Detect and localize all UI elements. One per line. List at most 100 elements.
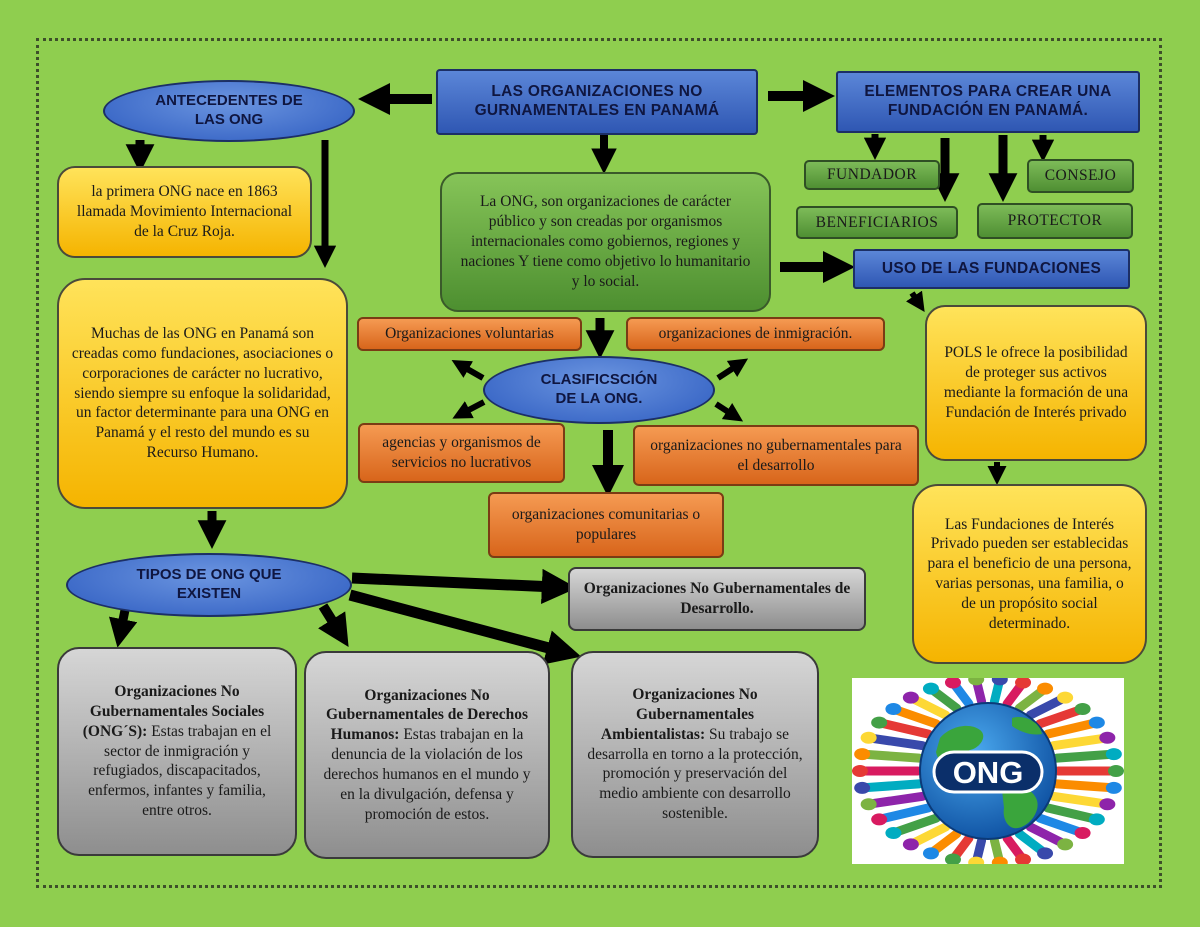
hand-arm [874,718,933,739]
uso-banner: USO DE LAS FUNDACIONES [853,249,1130,289]
consejo-label: CONSEJO [1044,167,1117,185]
main-title: LAS ORGANIZACIONES NO GURNAMENTALES EN P… [474,83,720,119]
hand-arm [1043,718,1102,739]
continent-shape [1002,785,1038,829]
desarrollo-box: Organizaciones No Gubernamentales de Des… [568,567,866,631]
arrow-uso-to-pols [906,290,925,312]
definition-box: La ONG, son organizaciones de carácter p… [440,172,771,312]
hand-icon [860,731,877,744]
main-title-banner: LAS ORGANIZACIONES NO GURNAMENTALES EN P… [436,69,758,135]
hand-icon [860,798,877,811]
hand-arm [1048,733,1112,751]
arrow-clasif-voluntarias [451,360,485,381]
definition-text: La ONG, son organizaciones de carácter p… [460,193,751,290]
elementos-banner: ELEMENTOS PARA CREAR UNA FUNDACIÓN EN PA… [836,71,1140,133]
sociales-title: Organizaciones No Gubernamentales Social… [82,683,265,740]
hand-icon [871,716,888,729]
beneficiarios-label: BENEFICIARIOS [815,213,939,231]
hand-icon [968,678,985,686]
sociales-text: Estas trabajan en el sector de inmigraci… [88,722,272,820]
hand-arm [857,749,924,763]
voluntarias-box: Organizaciones voluntarias [357,317,582,351]
hand-icon [1074,703,1091,716]
ong-logo-image: ONG [852,678,1124,864]
sociales-content: Organizaciones No Gubernamentales Social… [73,682,281,821]
hand-icon [1037,847,1054,860]
arrow-clasif-agencias [452,399,486,419]
hand-icon [902,838,919,851]
hand-icon [922,682,939,695]
desarrollo-text: Organizaciones No Gubernamentales de Des… [583,580,851,617]
antecedentes-ellipse: ANTECEDENTES DE LAS ONG [103,80,355,142]
pols-text: POLS le ofrece la posibilidad de protege… [943,344,1129,421]
hand-icon [902,691,919,704]
tipos-title: TIPOS DE ONG QUE EXISTEN [136,566,282,602]
panama-ong-text: Muchas de las ONG en Panamá son creadas … [71,325,334,462]
hand-icon [1074,826,1091,839]
dotted-border [36,38,1162,888]
inmigracion-text: organizaciones de inmigración. [658,325,853,343]
beneficiarios-box: BENEFICIARIOS [796,206,958,239]
ongd-box: organizaciones no gubernamentales para e… [633,425,919,486]
ambientales-text: Su trabajo se desarrolla en torno a la p… [587,725,803,823]
consejo-box: CONSEJO [1027,159,1134,193]
arrow-tipos-to-ambientales [348,589,582,665]
tipos-ellipse: TIPOS DE ONG QUE EXISTEN [66,553,352,617]
hand-icon [852,765,868,777]
hand-icon [922,847,939,860]
first-ong-box: la primera ONG nace en 1863 llamada Movi… [57,166,312,258]
comunitarias-box: organizaciones comunitarias o populares [488,492,724,558]
hand-icon [1057,691,1074,704]
hand-icon [1099,731,1116,744]
sociales-box: Organizaciones No Gubernamentales Social… [57,647,297,856]
hand-arm [1043,803,1102,824]
hand-arm [864,733,928,751]
panama-ong-box: Muchas de las ONG en Panamá son creadas … [57,278,348,509]
hand-icon [1105,748,1122,761]
clasificacion-title: CLASIFICSCIÓN DE LA ONG. [540,371,658,407]
hand-arm [1052,779,1119,793]
hand-icon [968,856,985,864]
arrow-clasif-ongd [714,401,744,422]
hand-arm [1052,749,1119,763]
ddhh-box: Organizaciones No Gubernamentales de Der… [304,651,550,859]
ong-globe-svg: ONG [852,678,1124,864]
uso-title: USO DE LAS FUNDACIONES [881,259,1102,277]
first-ong-text: la primera ONG nace en 1863 llamada Movi… [76,183,293,240]
arrow-clasif-inmigracion [716,358,749,381]
hand-arm [874,803,933,824]
antecedentes-title: ANTECEDENTES DE LAS ONG [155,92,303,128]
fundador-label: FUNDADOR [826,166,918,184]
hand-icon [1099,798,1116,811]
elementos-title: ELEMENTOS PARA CREAR UNA FUNDACIÓN EN PA… [864,83,1112,119]
ambientales-content: Organizaciones No Gubernamentales Ambien… [587,685,803,824]
hand-icon [991,856,1008,864]
pols-box: POLS le ofrece la posibilidad de protege… [925,305,1147,461]
comunitarias-text: organizaciones comunitarias o populares [511,506,701,543]
hand-icon [1105,781,1122,794]
voluntarias-text: Organizaciones voluntarias [385,325,554,343]
hand-icon [854,748,871,761]
hand-arm [864,791,928,809]
hand-icon [885,826,902,839]
ambientales-title: Organizaciones No Gubernamentales Ambien… [600,686,758,743]
hand-icon [1015,853,1032,864]
agencias-text: agencias y organismos de servicios no lu… [382,434,541,471]
ongd-text: organizaciones no gubernamentales para e… [650,436,902,474]
hand-icon [854,781,871,794]
ddhh-title: Organizaciones No Gubernamentales de Der… [325,686,529,744]
hand-arm [1048,791,1112,809]
arrow-tipos-to-ddhh [318,603,349,647]
agencias-box: agencias y organismos de servicios no lu… [358,423,565,483]
logo-text: ONG [953,755,1024,790]
hand-icon [944,678,961,689]
protector-label: PROTECTOR [1007,212,1103,230]
arrow-tipos-to-desarrollo [351,568,577,604]
hand-icon [991,678,1008,686]
hand-icon [871,813,888,826]
hands-ring [852,678,1124,864]
hand-icon [944,853,961,864]
ambientales-box: Organizaciones No Gubernamentales Ambien… [571,651,819,858]
